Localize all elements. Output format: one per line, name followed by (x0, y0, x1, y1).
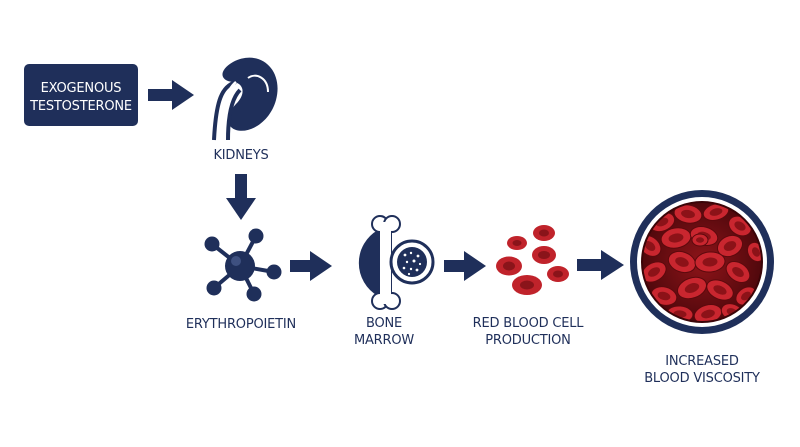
epo-label: ERYTHROPOIETIN (186, 317, 296, 332)
vessel-rbc (691, 233, 709, 247)
vessel-rbc (693, 304, 723, 322)
viscosity-label-line1: INCREASED (665, 354, 739, 369)
rbc-cell (533, 225, 555, 241)
arrow-rbc-to-viscosity (577, 250, 624, 280)
kidney-icon (212, 57, 278, 141)
vessel-rbc (650, 286, 678, 306)
bone-marrow-icon (358, 215, 435, 310)
source-node: EXOGENOUS TESTOSTERONE (24, 64, 138, 126)
rbc-cell (547, 266, 569, 282)
vessel-rbc (660, 227, 692, 249)
kidneys-label: KIDNEYS (213, 148, 268, 163)
arrow-epo-to-marrow (290, 251, 332, 281)
vessel-rbc (706, 279, 734, 301)
rbc-cell (532, 246, 556, 264)
marrow-magnifier (389, 239, 435, 285)
arrow-kidneys-to-epo (226, 174, 256, 220)
vessel-rbc (716, 234, 744, 258)
vessel-rbc (702, 203, 730, 221)
marrow-label-line2: MARROW (354, 333, 414, 348)
arrow-marrow-to-rbc (444, 251, 486, 281)
blood-vessel-icon (630, 190, 774, 334)
marrow-label-line1: BONE (366, 316, 402, 331)
rbc-cell (512, 275, 542, 295)
source-box (24, 64, 138, 126)
rbc-cell (496, 256, 522, 276)
rbc-label-line2: PRODUCTION (485, 333, 570, 348)
source-label-line1: EXOGENOUS (41, 81, 122, 96)
viscosity-label-line2: BLOOD VISCOSITY (644, 371, 760, 386)
rbc-label-line1: RED BLOOD CELL (473, 316, 585, 331)
bone-shape (371, 215, 401, 310)
vessel-cells (642, 203, 762, 322)
vessel-rbc (673, 204, 703, 224)
vessel-rbc (694, 251, 726, 273)
rbc-cell (507, 236, 527, 250)
vessel-rbc (725, 261, 751, 283)
molecule-icon (204, 228, 282, 302)
arrow-source-to-kidneys (148, 80, 194, 110)
vessel-rbc (676, 276, 708, 300)
vessel-rbc (667, 250, 697, 274)
source-label-line2: TESTOSTERONE (29, 99, 132, 114)
red-blood-cells-icon (496, 225, 569, 295)
